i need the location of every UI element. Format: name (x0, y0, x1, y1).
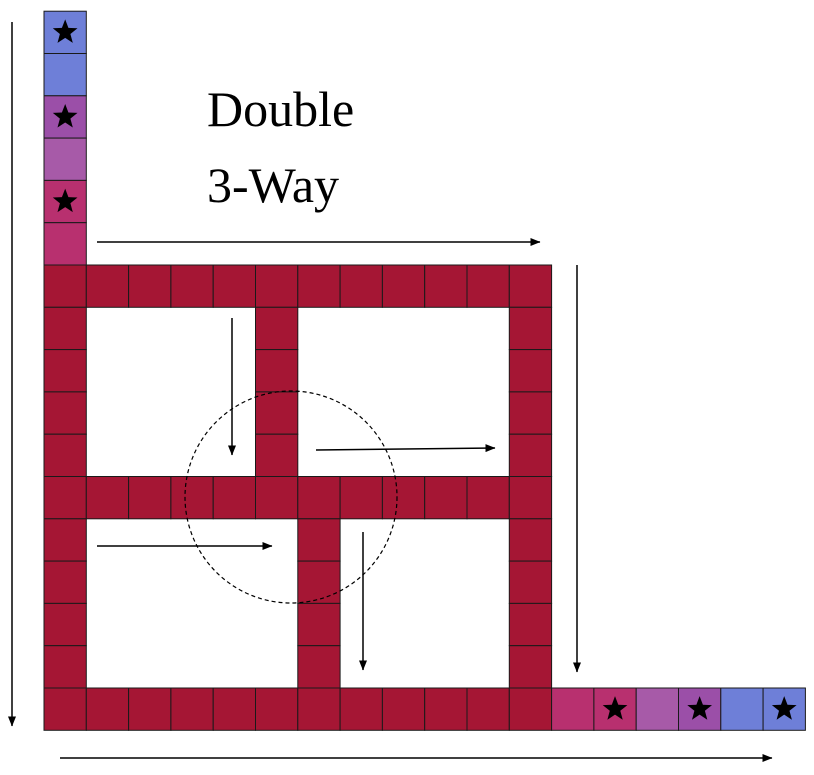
grid-tile (297, 518, 341, 562)
grid-tile (508, 349, 553, 393)
grid-tile (381, 687, 426, 731)
vertical-strip-tile (43, 53, 87, 97)
grid-tile (170, 476, 214, 520)
grid-tile (508, 433, 553, 478)
grid-tile (255, 306, 299, 351)
grid-tile (43, 518, 87, 562)
grid-tile (85, 476, 130, 520)
grid-tile (508, 560, 553, 604)
grid-tile (508, 687, 553, 731)
grid-tile (43, 560, 87, 604)
grid-tile (508, 645, 553, 689)
grid-tile (508, 264, 553, 308)
grid-tile (297, 602, 341, 647)
grid-tile (255, 391, 299, 435)
grid-tile (212, 476, 256, 520)
horizontal-strip-tile (720, 687, 764, 731)
grid-tile (128, 687, 172, 731)
grid-tile (43, 433, 87, 478)
grid-tile (43, 349, 87, 393)
grid-tile (297, 645, 341, 689)
grid-tile (508, 306, 553, 351)
grid-tile (424, 476, 468, 520)
grid-tile (255, 264, 299, 308)
grid-tile (85, 687, 130, 731)
grid-tile (297, 264, 341, 308)
grid-tile (212, 687, 256, 731)
grid-tile (508, 391, 553, 435)
vertical-strip-tile (43, 137, 87, 181)
grid-tile (381, 476, 426, 520)
grid-tile (508, 518, 553, 562)
grid-tile (43, 264, 87, 308)
grid-tile (255, 433, 299, 478)
grid-tile (43, 476, 87, 520)
grid-tile (170, 264, 214, 308)
grid-tile (297, 560, 341, 604)
grid-tile (43, 645, 87, 689)
star-icon (602, 696, 628, 720)
star-icon (687, 696, 712, 720)
diagram-title-line-1: Double (207, 81, 355, 137)
grid-tile (255, 687, 299, 731)
horizontal-strip-tile (635, 687, 680, 731)
grid-tile (43, 391, 87, 435)
arrow-icon (315, 444, 496, 453)
diagram-title-line-2: 3-Way (207, 157, 340, 213)
vertical-strip-tile (43, 222, 87, 266)
grid-tile (466, 687, 510, 731)
intersection-circle (184, 390, 398, 604)
grid-tile (128, 264, 172, 308)
star-icon (771, 696, 797, 720)
horizontal-strip-tile (551, 687, 595, 731)
grid-tile (339, 687, 383, 731)
grid-tile (212, 264, 256, 308)
grid-tile (128, 476, 172, 520)
grid-tile (466, 476, 510, 520)
star-icon (52, 19, 78, 43)
star-icon (52, 104, 78, 128)
grid-tile (255, 349, 299, 393)
grid-tile (170, 687, 214, 731)
grid-tile (424, 264, 468, 308)
grid-tile (297, 687, 341, 731)
grid-tile (508, 476, 553, 520)
grid-tile (508, 602, 553, 647)
grid-tile (255, 476, 299, 520)
grid-tile (339, 476, 383, 520)
star-icon (52, 188, 78, 213)
grid-tile (297, 476, 341, 520)
grid-tile (43, 602, 87, 647)
grid-tile (43, 306, 87, 351)
grid-tile (85, 264, 130, 308)
grid-tile (339, 264, 383, 308)
grid-tile (381, 264, 426, 308)
grid-tile (466, 264, 510, 308)
grid-tile (43, 687, 87, 731)
grid-tile (424, 687, 468, 731)
